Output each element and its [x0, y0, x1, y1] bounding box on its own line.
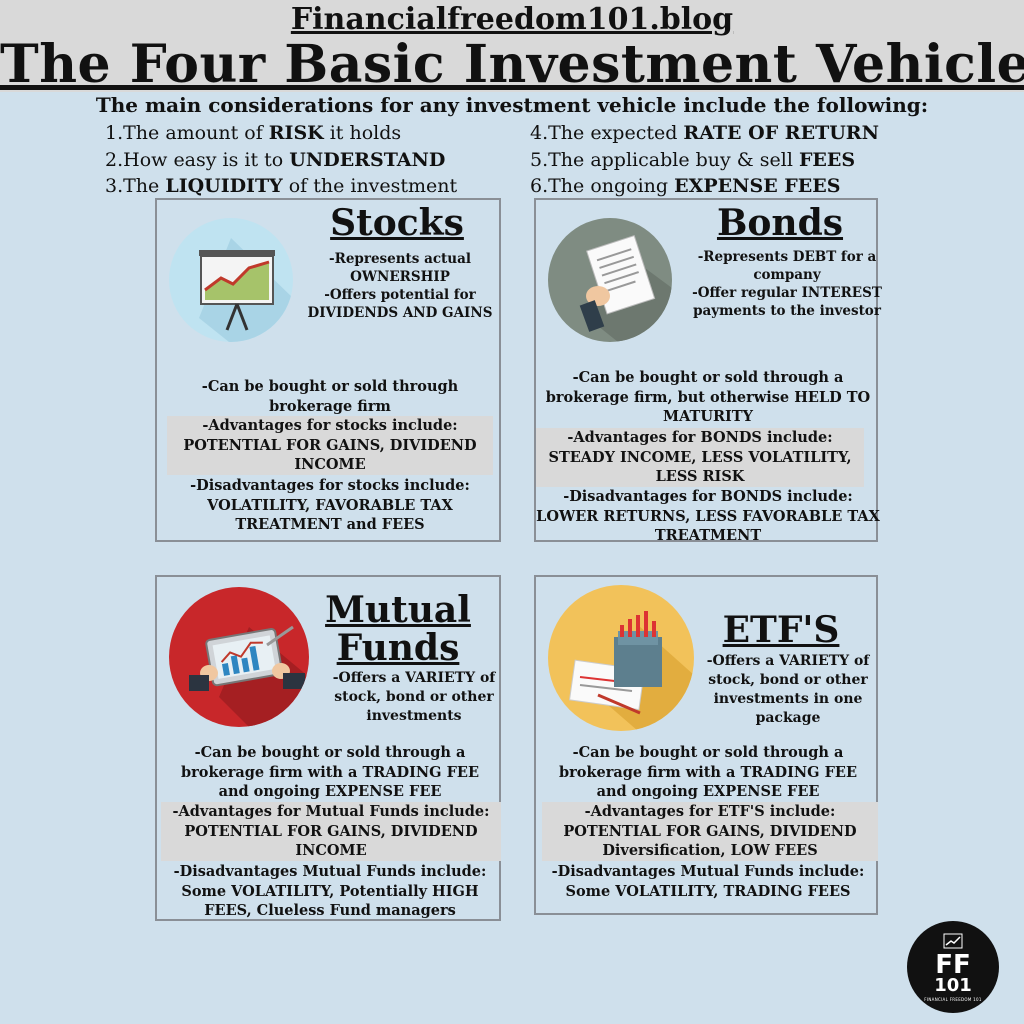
etf-disadvantages: -Disadvantages Mutual Funds include:Some…	[551, 863, 865, 900]
considerations-left: 1.The amount of RISK it holds 2.How easy…	[105, 120, 457, 200]
bond-document-icon	[548, 218, 672, 342]
consideration-1: 1.The amount of RISK it holds	[105, 122, 402, 144]
logo-ff: FF	[935, 950, 971, 980]
consideration-5: 5.The applicable buy & sell FEES	[530, 148, 856, 171]
chart-board-icon	[169, 218, 293, 342]
folder-chart-icon	[548, 585, 694, 731]
page-title: The Four Basic Investment Vehicles	[0, 34, 1024, 95]
bonds-title: Bonds	[716, 202, 844, 244]
considerations-right: 4.The expected RATE OF RETURN 5.The appl…	[530, 120, 879, 200]
etf-advantages: -Advantages for ETF'S include:POTENTIAL …	[542, 802, 878, 861]
mutual-funds-disadvantages: -Disadvantages Mutual Funds include:Some…	[173, 863, 487, 919]
header-band	[0, 0, 1024, 92]
logo-number: 101	[934, 975, 972, 996]
intro-text: The main considerations for any investme…	[95, 93, 929, 117]
etf-title: ETF'S	[722, 609, 840, 651]
mini-chart-icon	[943, 933, 963, 949]
mutual-funds-advantages: -Advantages for Mutual Funds include:POT…	[161, 802, 501, 861]
stocks-disadvantages: -Disadvantages for stocks include:VOLATI…	[190, 477, 470, 533]
consideration-3: 3.The LIQUIDITY of the investment	[105, 175, 458, 197]
stocks-title: Stocks	[330, 202, 464, 244]
consideration-4: 4.The expected RATE OF RETURN	[530, 122, 879, 144]
consideration-2: 2.How easy is it to UNDERSTAND	[105, 148, 446, 171]
site-name[interactable]: Financialfreedom101.blog	[290, 2, 734, 37]
bonds-disadvantages: -Disadvantages for BONDS include:LOWER R…	[536, 488, 880, 544]
consideration-6: 6.The ongoing EXPENSE FEES	[530, 175, 841, 197]
logo-subtitle: FINANCIAL FREEDOM 101	[924, 997, 982, 1002]
ff101-logo[interactable]: FF 101 FINANCIAL FREEDOM 101	[907, 921, 999, 1013]
bonds-advantages: -Advantages for BONDS include:STEADY INC…	[536, 428, 864, 487]
tablet-chart-icon	[169, 587, 309, 727]
stocks-advantages: -Advantages for stocks include:POTENTIAL…	[167, 416, 493, 475]
